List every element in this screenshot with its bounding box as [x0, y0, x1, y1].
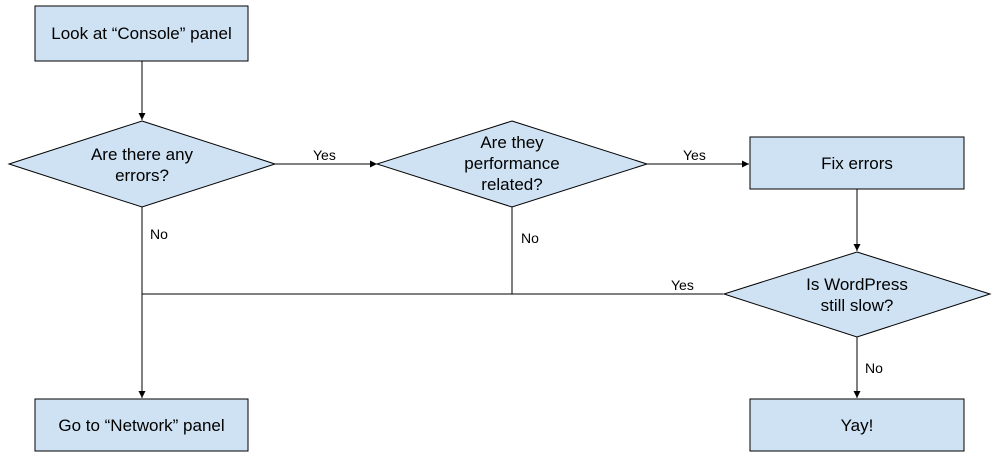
node-network: Go to “Network” panel [34, 398, 249, 452]
node-fix: Fix errors [749, 136, 965, 190]
node-perf-line-2: performance [464, 154, 559, 173]
process-box [34, 398, 249, 452]
decision-diamond [7, 120, 277, 208]
node-console-line-1: Look at “Console” panel [51, 24, 232, 43]
node-perf-line-1: Are they [480, 133, 544, 152]
process-box [749, 136, 965, 190]
label-errors-yes: Yes [313, 147, 336, 163]
label-perf-no: No [521, 230, 539, 246]
edge-labels: Yes Yes No No Yes No [150, 147, 883, 376]
process-box [749, 398, 965, 452]
decision-diamond [722, 251, 992, 338]
node-errors-line-1: Are there any [91, 145, 194, 164]
label-perf-yes: Yes [683, 147, 706, 163]
node-console: Look at “Console” panel [34, 5, 249, 62]
node-slow: Is WordPress still slow? [722, 251, 992, 338]
node-errors-line-2: errors? [115, 166, 169, 185]
node-network-line-1: Go to “Network” panel [58, 416, 224, 435]
label-slow-yes: Yes [671, 277, 694, 293]
node-fix-line-1: Fix errors [821, 154, 893, 173]
node-slow-line-1: Is WordPress [806, 275, 908, 294]
process-box [34, 5, 249, 62]
node-yay: Yay! [749, 398, 965, 452]
node-perf: Are they performance related? [375, 120, 649, 208]
node-yay-line-1: Yay! [841, 416, 874, 435]
decision-diamond [375, 120, 649, 208]
node-perf-line-3: related? [481, 175, 542, 194]
label-slow-no: No [865, 360, 883, 376]
connectors [138, 61, 861, 398]
label-errors-no: No [150, 226, 168, 242]
node-slow-line-2: still slow? [821, 296, 894, 315]
node-errors: Are there any errors? [7, 120, 277, 208]
